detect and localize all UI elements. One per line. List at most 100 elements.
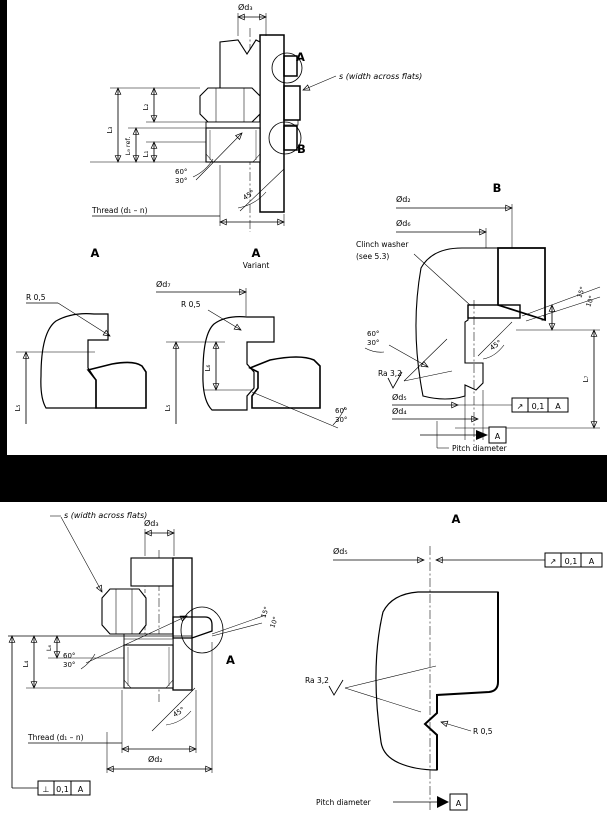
clinch-washer-section xyxy=(467,304,521,319)
datum-reference: A xyxy=(589,557,595,566)
angle-45-label: 45° xyxy=(242,189,257,202)
stud-head-section xyxy=(202,316,275,411)
runout-tolerance-frame: ↗ 0,1 A xyxy=(511,397,569,413)
datum-arrow-icon xyxy=(437,796,449,808)
pitch-diameter-label: Pitch diameter xyxy=(452,444,508,453)
runout-tolerance-frame: ↗ 0,1 A xyxy=(544,552,603,568)
angle-45-label: 45° xyxy=(488,339,503,353)
width-across-flats-label: s (width across flats) xyxy=(339,72,422,81)
angle-30-label: 30° xyxy=(367,339,379,347)
stud-section xyxy=(415,247,499,400)
detail-a-variant-view: A Variant Ød₇ R 0,5 60° 30° L₆ L₅ xyxy=(156,246,347,429)
main-view-dimensions: Ød₃ A B s (width across flats) L₃ L₂ L₉ … xyxy=(90,2,422,226)
stud-section xyxy=(172,557,193,691)
bottom-panel-drawing: s (width across flats) Ød₃ 15° 10° A L₆ … xyxy=(8,511,603,811)
clinch-washer-note-line1: Clinch washer xyxy=(356,240,409,249)
sheet-section xyxy=(497,247,546,322)
detail-a-title: A xyxy=(91,246,100,260)
thread-body xyxy=(205,127,261,163)
dim-label-d5: Ød₅ xyxy=(392,392,407,402)
dim-label-l4: L₄ xyxy=(22,660,30,667)
angle-30-label: 30° xyxy=(63,661,75,669)
detail-b-title: B xyxy=(493,181,502,195)
runout-icon: ↗ xyxy=(517,402,524,411)
datum-reference: A xyxy=(555,402,561,411)
thread-label: Thread (d₁ – n) xyxy=(91,206,148,215)
perpendicularity-tolerance-frame: ⊥ 0,1 A xyxy=(37,780,91,796)
clinch-washer-note-line2: (see 5.3) xyxy=(356,252,389,261)
separator-band xyxy=(0,455,607,502)
dim-label-d5: Ød₅ xyxy=(333,546,348,556)
dim-label-l5: L₅ xyxy=(164,404,172,411)
dim-label-d2: Ød₂ xyxy=(396,194,411,204)
dim-label-l8: L₈ xyxy=(540,314,548,321)
detail-a-view: A R 0,5 L₅ xyxy=(14,246,147,424)
detail-a-variant-subtitle: Variant xyxy=(243,261,270,270)
detail-a-title: A xyxy=(452,512,461,526)
dim-label-l1: L₁ xyxy=(142,150,150,157)
dim-label-d2: Ød₂ xyxy=(148,754,163,764)
bottom-detail-a-view: A Ød₅ ↗ 0,1 A Ra 3,2 R 0,5 Pitch diamete… xyxy=(305,512,603,811)
dim-label-l5: L₅ xyxy=(14,404,22,411)
detail-a-callout-circle xyxy=(180,606,224,654)
radius-label: R 0,5 xyxy=(473,727,493,736)
width-across-flats-label: s (width across flats) xyxy=(64,511,147,520)
nut-section xyxy=(283,85,301,126)
dim-label-l2: L₂ xyxy=(142,103,150,110)
surface-finish-icon xyxy=(387,371,403,389)
thread-body xyxy=(123,644,174,689)
tolerance-value: 0,1 xyxy=(565,557,578,566)
angle-10-label: 10° xyxy=(584,295,595,309)
angle-10-label: 10° xyxy=(268,616,279,630)
dim-label-d7: Ød₇ xyxy=(156,279,171,289)
dim-label-l6: L₆ xyxy=(45,644,53,651)
datum-flag-label: A xyxy=(495,432,501,441)
radius-label: R 0,5 xyxy=(26,293,46,302)
dim-label-d3: Ød₃ xyxy=(144,518,159,528)
main-assembly-view: Ød₃ A B s (width across flats) L₃ L₂ L₉ … xyxy=(90,2,422,232)
datum-reference: A xyxy=(78,785,84,794)
detail-b-callout-circle xyxy=(268,121,302,155)
bottom-main-view: s (width across flats) Ød₃ 15° 10° A L₆ … xyxy=(8,511,280,796)
angle-15-label: 15° xyxy=(259,606,270,620)
tolerance-value: 0,1 xyxy=(56,785,69,794)
perpendicularity-icon: ⊥ xyxy=(43,785,50,794)
hex-body xyxy=(199,87,261,123)
pitch-diameter-label: Pitch diameter xyxy=(316,798,372,807)
tolerance-value: 0,1 xyxy=(532,402,545,411)
angle-60-label: 60° xyxy=(335,407,347,415)
dim-label-d3: Ød₃ xyxy=(238,2,253,12)
sheet-section xyxy=(86,361,147,409)
surface-roughness-label: Ra 3,2 xyxy=(378,369,402,378)
angle-15-label: 15° xyxy=(575,286,586,300)
dim-label-l3: L₃ xyxy=(106,126,114,133)
angle-60-label: 60° xyxy=(367,330,379,338)
groove-profile xyxy=(423,592,499,770)
datum-flag-label: A xyxy=(456,799,462,808)
top-panel-drawing: Ød₃ A B s (width across flats) L₃ L₂ L₉ … xyxy=(14,2,601,453)
angle-60-label: 60° xyxy=(63,652,75,660)
angle-45-label: 45° xyxy=(172,706,187,719)
sheet-section xyxy=(248,356,321,409)
angle-60-label: 60° xyxy=(175,168,187,176)
detail-a-variant-title: A xyxy=(252,246,261,260)
datum-flag: A xyxy=(449,793,468,811)
stud-head-section xyxy=(40,313,109,409)
dim-label-d6: Ød₆ xyxy=(396,218,411,228)
dim-label-l6: L₆ xyxy=(204,364,212,371)
thread-label: Thread (d₁ – n) xyxy=(27,733,84,742)
hex-body xyxy=(101,588,147,635)
shank-outline xyxy=(219,39,261,96)
callout-a-label: A xyxy=(296,50,305,64)
detail-a-callout-circle xyxy=(271,52,303,84)
radius-label: R 0,5 xyxy=(181,300,201,309)
callout-b-label: B xyxy=(297,142,306,156)
angle-30-label: 30° xyxy=(175,177,187,185)
dim-label-l9-ref: L₉ ref. xyxy=(124,137,132,156)
datum-flag: A xyxy=(420,426,507,444)
datum-arrow-icon xyxy=(476,430,488,440)
angle-30-label: 30° xyxy=(335,416,347,424)
dim-label-d4: Ød₄ xyxy=(392,406,407,416)
left-edge-band xyxy=(0,0,7,502)
